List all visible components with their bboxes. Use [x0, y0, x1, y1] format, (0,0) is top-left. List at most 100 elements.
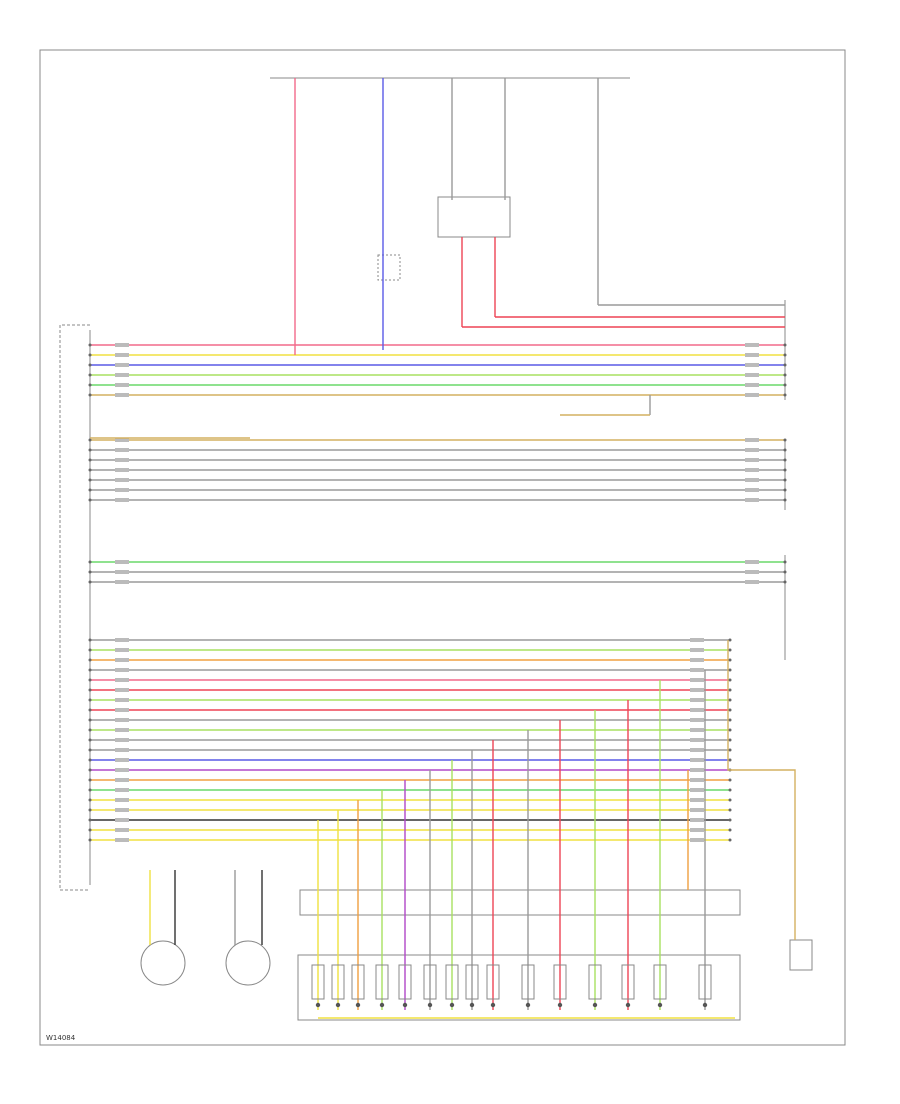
diagram-frame: [39, 49, 846, 1046]
solenoid-ground: [335, 1002, 341, 1008]
connector-pin: [783, 498, 787, 502]
solenoid-coil: [588, 964, 602, 1000]
connector-pin: [728, 638, 732, 642]
wire-label: [115, 788, 129, 792]
solenoid-coil: [653, 964, 667, 1000]
connector-pin: [728, 798, 732, 802]
output-speed-sensor: [225, 940, 271, 986]
connector-pin: [783, 458, 787, 462]
solenoid-ground: [625, 1002, 631, 1008]
connector-pin: [88, 668, 92, 672]
solenoid-ground: [592, 1002, 598, 1008]
wire-label: [115, 668, 129, 672]
solenoid-ground: [402, 1002, 408, 1008]
connector-pin: [728, 698, 732, 702]
connector-pin: [783, 488, 787, 492]
wire-label: [690, 788, 704, 792]
wire-label: [115, 818, 129, 822]
wire-label: [690, 728, 704, 732]
solenoid-coil: [311, 964, 325, 1000]
solenoid-coil: [465, 964, 479, 1000]
wire-label: [745, 448, 759, 452]
wire-label: [745, 458, 759, 462]
connector-pin: [88, 708, 92, 712]
wire-label: [690, 838, 704, 842]
connector-pin: [88, 648, 92, 652]
connector-pin: [728, 718, 732, 722]
solenoid-coil: [486, 964, 500, 1000]
connector-pin: [88, 658, 92, 662]
connector-pin: [88, 570, 92, 574]
connector-pin: [88, 383, 92, 387]
connector-pin: [88, 738, 92, 742]
solenoid-ground: [427, 1002, 433, 1008]
solenoid-ground: [379, 1002, 385, 1008]
connector-pin: [728, 678, 732, 682]
connector-pin: [728, 688, 732, 692]
wire-label: [115, 438, 129, 442]
wire-label: [745, 363, 759, 367]
wire-label: [690, 638, 704, 642]
connector-pin: [88, 798, 92, 802]
connector-pin: [88, 560, 92, 564]
wire-label: [745, 580, 759, 584]
transmission-solenoid-body: [297, 954, 741, 1021]
connector-pin: [88, 498, 92, 502]
wire-label: [690, 678, 704, 682]
connector-pin: [728, 728, 732, 732]
wire-label: [115, 498, 129, 502]
wire-label: [115, 448, 129, 452]
wire-label: [745, 438, 759, 442]
connector-pin: [728, 788, 732, 792]
connector-pin: [783, 383, 787, 387]
connector-pin: [728, 708, 732, 712]
wire-label: [745, 343, 759, 347]
solenoid-ground: [657, 1002, 663, 1008]
wire-label: [690, 748, 704, 752]
connector-pin: [728, 748, 732, 752]
wire-label: [690, 828, 704, 832]
connector-pin: [728, 828, 732, 832]
wire-group-middle: [88, 438, 787, 502]
solenoid-coil: [445, 964, 459, 1000]
connector-pin: [783, 468, 787, 472]
wire-label: [115, 798, 129, 802]
connector-pin: [88, 373, 92, 377]
solenoid-coil: [698, 964, 712, 1000]
connector-pin: [783, 580, 787, 584]
wire-label: [115, 708, 129, 712]
wire-label: [115, 648, 129, 652]
inline-connector-box: [377, 254, 401, 281]
wire-label: [115, 353, 129, 357]
wire-label: [115, 748, 129, 752]
connector-pin: [88, 818, 92, 822]
wire-label: [745, 393, 759, 397]
connector-pin: [88, 718, 92, 722]
wire-label: [115, 488, 129, 492]
ecm-module-outline: [59, 324, 90, 891]
input-speed-sensor: [140, 940, 186, 986]
connector-pin: [88, 488, 92, 492]
connector-pin: [88, 778, 92, 782]
wire-label: [115, 808, 129, 812]
wire-label: [745, 560, 759, 564]
wire-label: [115, 458, 129, 462]
solenoid-coil: [521, 964, 535, 1000]
wire-label: [115, 718, 129, 722]
figure-id: W14084: [46, 1034, 76, 1042]
connector-pin: [783, 353, 787, 357]
connector-pin: [783, 393, 787, 397]
wire-label: [115, 560, 129, 564]
connector-pin: [88, 468, 92, 472]
solenoid-ground: [525, 1002, 531, 1008]
connector-pin: [88, 698, 92, 702]
fluid-temp-sensor: [789, 939, 813, 971]
wire-label: [115, 728, 129, 732]
wire-label: [745, 570, 759, 574]
connector-pin: [88, 678, 92, 682]
connector-pin: [728, 808, 732, 812]
wire-label: [745, 478, 759, 482]
connector-pin: [728, 818, 732, 822]
wire-group-harness: [88, 560, 787, 584]
